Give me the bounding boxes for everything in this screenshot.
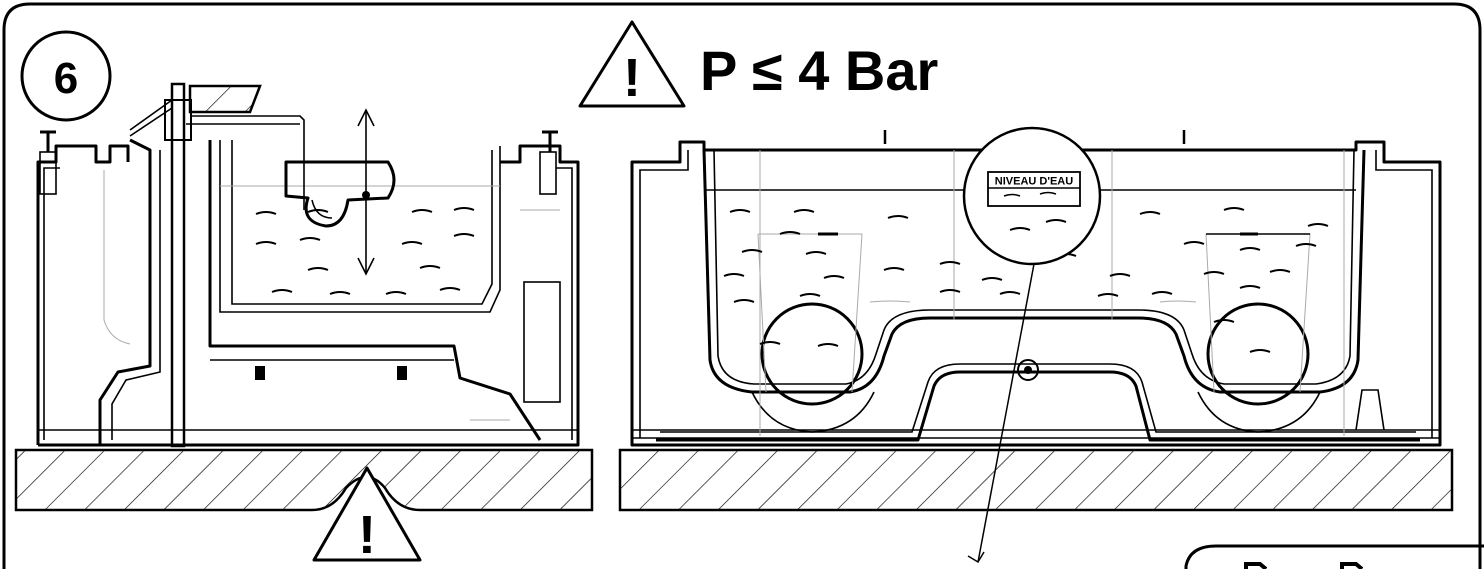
next-panel-edge <box>1184 544 1484 569</box>
step-number-badge: 6 <box>20 30 112 122</box>
left-water-ripples <box>255 207 475 295</box>
step-number: 6 <box>54 54 78 103</box>
next-panel-text-fragment <box>1244 562 1364 571</box>
floor-slab <box>14 448 594 512</box>
right-tank-view <box>618 130 1454 512</box>
warning-icon: ! <box>312 466 422 565</box>
water-level-callout: NIVEAU D'EAU <box>962 126 1102 564</box>
left-tank-view <box>14 82 594 512</box>
warning-mark: ! <box>623 48 641 108</box>
pressure-label: P ≤ 4 Bar <box>700 39 938 102</box>
water-level-label: NIVEAU D'EAU <box>995 176 1073 188</box>
floor-slab-right <box>618 448 1454 512</box>
warning-mark-bottom: ! <box>358 505 376 565</box>
warning-icon: ! <box>578 20 686 108</box>
